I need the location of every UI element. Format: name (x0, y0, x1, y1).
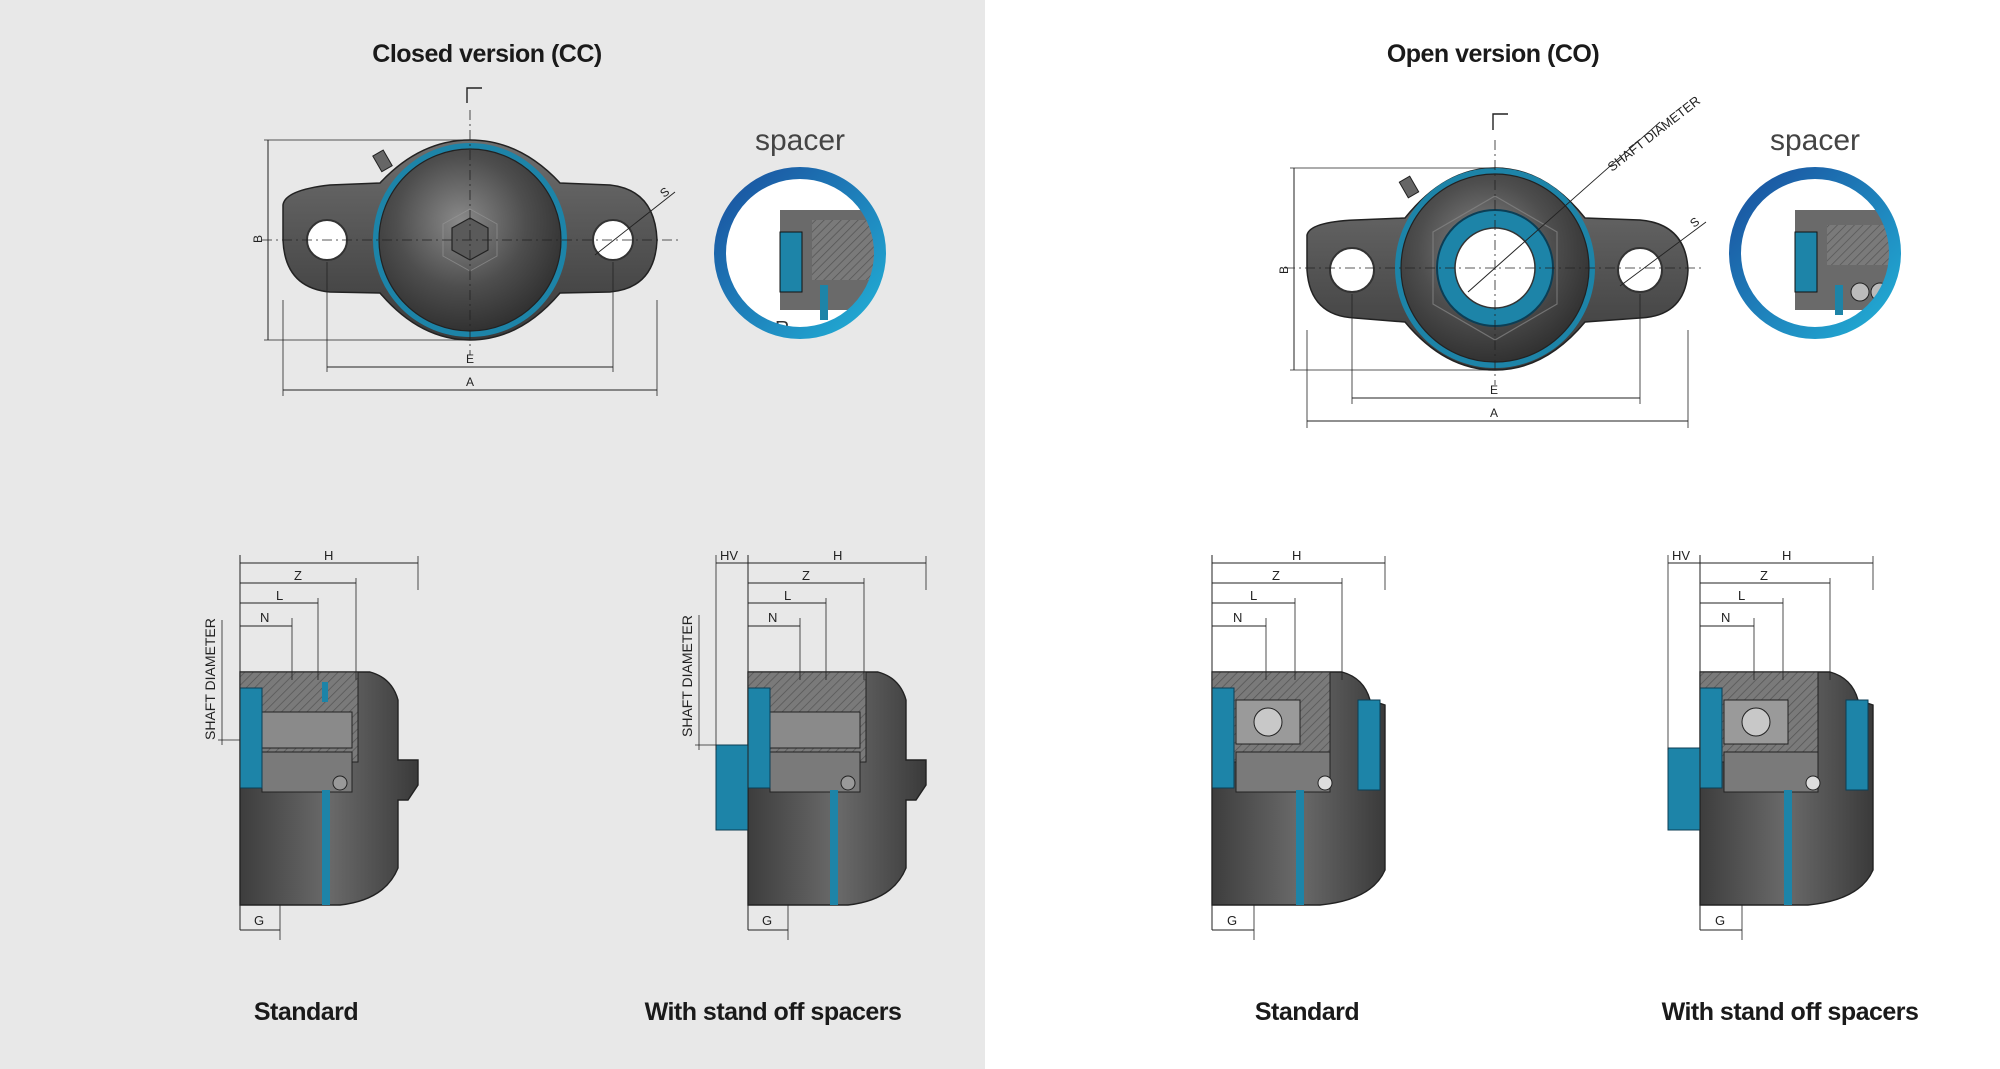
open-standard-side-view: H Z L N G (1211, 548, 1386, 940)
dim-l-open-standoff: L (1738, 588, 1745, 603)
shaft-diameter-label-closed-standard: SHAFT DIAMETER (202, 618, 218, 740)
dim-l-closed-standoff: L (784, 588, 791, 603)
dim-s-open: S (1687, 214, 1702, 230)
caption-closed-standard: Standard (253, 998, 359, 1026)
dim-h-open-standoff: H (1782, 548, 1791, 563)
dim-s-closed: S (657, 184, 672, 200)
dim-n-open-standoff: N (1721, 610, 1730, 625)
caption-open-standard: Standard (1254, 998, 1360, 1026)
caption-open-standoff: With stand off spacers (1661, 998, 1919, 1026)
dim-a-open: A (1490, 406, 1498, 420)
dim-n-closed-standoff: N (768, 610, 777, 625)
closed-standard-side-view: H Z L N G SHAFT DIAMETER (202, 548, 419, 940)
shaft-diameter-label-open-front: SHAFT DIAMETER (1605, 93, 1703, 174)
dim-n-closed-standard: N (260, 610, 269, 625)
open-version-title: Open version (CO) (1386, 40, 1600, 68)
spacer-label-open: spacer (1769, 124, 1861, 157)
dim-z-open-standoff: Z (1760, 568, 1768, 583)
shaft-diameter-label-closed-standoff: SHAFT DIAMETER (679, 615, 695, 737)
dim-z-closed-standard: Z (294, 568, 302, 583)
open-front-view: SHAFT DIAMETER B E A S (1277, 93, 1707, 428)
dim-z-closed-standoff: Z (802, 568, 810, 583)
dim-g-closed-standoff: G (762, 913, 772, 928)
spacer-label-closed: spacer (754, 124, 846, 157)
dim-n-open-standard: N (1233, 610, 1242, 625)
closed-standoff-side-view: HV H Z L N G SHAFT DIAMETER (679, 548, 927, 940)
closed-version-title: Closed version (CC) (372, 40, 602, 68)
dim-hv-closed-standoff: HV (720, 548, 738, 563)
caption-closed-standoff: With stand off spacers (644, 998, 902, 1026)
dim-h-closed-standoff: H (833, 548, 842, 563)
dim-l-open-standard: L (1250, 588, 1257, 603)
dim-h-open-standard: H (1292, 548, 1301, 563)
dim-g-open-standard: G (1227, 913, 1237, 928)
open-spacer-inset (1729, 167, 1901, 339)
dim-z-open-standard: Z (1272, 568, 1280, 583)
dim-g-open-standoff: G (1715, 913, 1725, 928)
dim-l-closed-standard: L (276, 588, 283, 603)
dim-h-closed-standard: H (324, 548, 333, 563)
closed-front-view: B E A S (251, 87, 680, 396)
dim-g-closed-standard: G (254, 913, 264, 928)
dim-e-closed: E (466, 352, 474, 366)
dim-hv-open-standoff: HV (1672, 548, 1690, 563)
dim-a-closed: A (466, 375, 474, 389)
dim-b-closed: B (251, 235, 265, 243)
dim-b-open: B (1277, 266, 1291, 274)
dim-e-open: E (1490, 383, 1498, 397)
closed-spacer-inset: R (714, 167, 886, 339)
open-standoff-side-view: HV H Z L N G (1667, 548, 1874, 940)
